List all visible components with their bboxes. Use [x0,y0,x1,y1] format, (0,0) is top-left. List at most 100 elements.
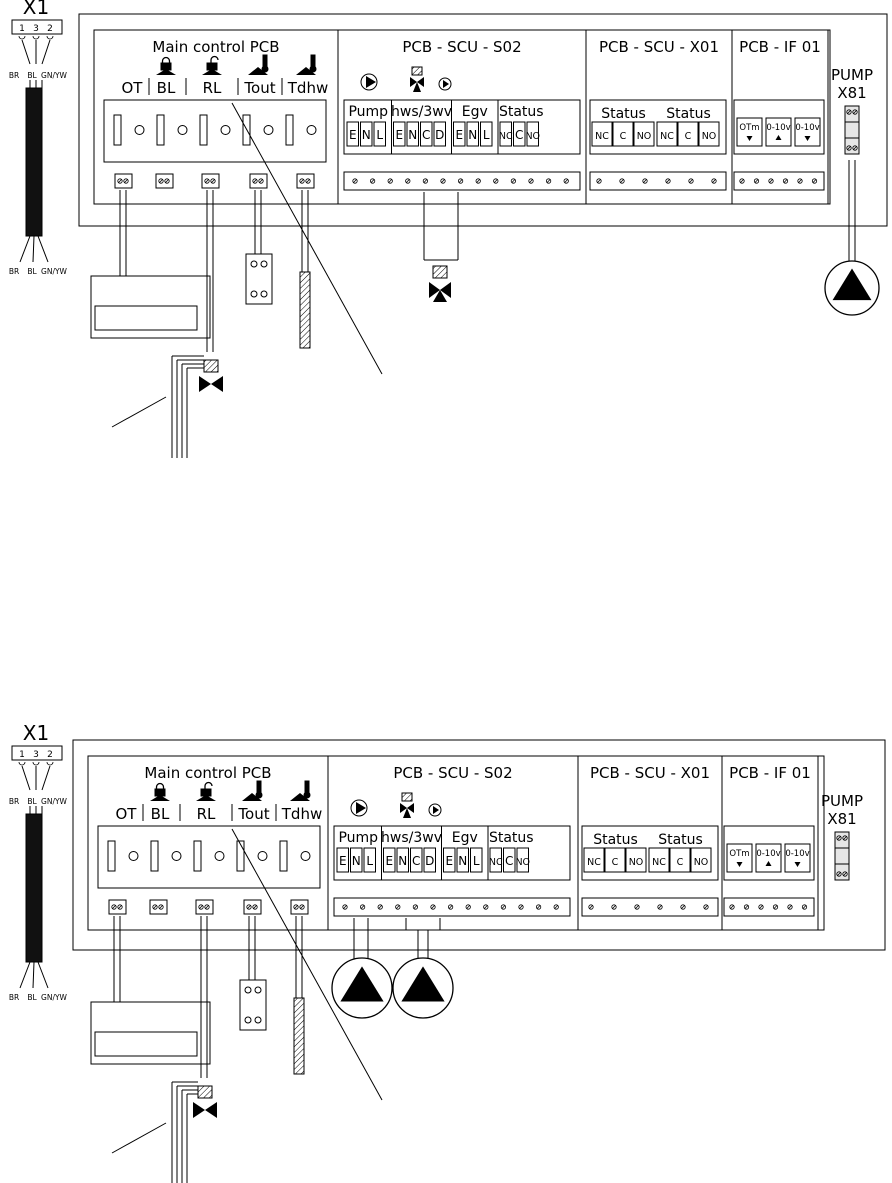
screw-slot [812,179,817,183]
pin-box [423,847,436,873]
lock-body [154,788,166,797]
screw-slot [300,179,304,183]
scu-x01-terminal-strip [581,825,719,881]
screw-icon [563,178,569,184]
scu-s02-terminal-strip [333,825,571,881]
pin-box [410,847,423,873]
pin-box [648,847,670,873]
triangle-icon [199,376,211,392]
screw-icon [395,904,401,910]
screw-slot [704,905,708,909]
screw-slot [458,179,463,183]
external-wiring [90,102,880,458]
dhw-sensor-probe [299,271,311,349]
pin-label: NC [587,857,601,868]
pin-box [698,121,720,147]
wire [21,39,31,65]
connector-slot [156,114,165,146]
pump-label: PUMP [821,792,863,810]
pin-label: E [445,854,453,868]
screw-slot [441,179,445,183]
triangle-icon [429,282,440,298]
wire-color-label: GN/YW [41,267,68,276]
screw-slot [847,146,851,150]
screw-slot [783,179,788,183]
pin-box [456,847,469,873]
pin-label: L [483,128,490,142]
if01-screws [729,904,808,910]
triangle-icon [410,77,417,87]
room-thermostat-display [94,1031,198,1057]
arrow-down-icon [736,862,743,867]
screw-slot [396,905,400,909]
terminal-group-label: hws/3wv [381,830,442,846]
screw-slot [853,110,857,114]
connector-hole [128,851,139,861]
leader-line [231,102,383,375]
screw-icon [680,904,686,910]
screw-icon [688,178,694,184]
lock-icon [156,56,176,75]
screw-terminal [158,178,170,184]
controller-housing [78,13,888,227]
room-thermostat [90,275,211,339]
wire [21,765,31,791]
screw-icon [846,109,852,115]
main-pcb-connector-block [97,825,321,889]
screw-icon [117,178,123,184]
wire-loop [18,761,26,766]
pin-label: NO [515,857,530,868]
pump-connector-label: X81 [827,810,856,828]
screw-icon [299,904,305,910]
lock-icon [150,782,170,801]
pin-label: D [435,128,444,142]
pin-box [480,121,493,147]
controller-housing [72,739,886,951]
lock-base [156,69,176,75]
pin-label: E [395,128,403,142]
screw-icon [842,871,848,877]
screw-slot [730,905,734,909]
screw-icon [852,145,858,151]
connector-pin-label: 1 [19,24,25,34]
diverter-valve-icon [429,265,451,302]
scu-s02-title: PCB - SCU - S02 [393,764,512,782]
connector-slot [279,840,288,872]
scu-s02-screws [352,178,569,184]
pin-box [393,121,406,147]
connector-hole [300,851,311,861]
screw-slot [353,179,357,183]
connector-title: X1 [23,0,49,19]
screw-slot [759,905,763,909]
screw-slot [165,179,169,183]
triangle-icon [440,282,451,298]
screw-slot [413,905,418,909]
pin-box [794,117,821,147]
outdoor-sensor [239,979,267,1031]
screw-slot [294,905,298,909]
pin-label: C [505,854,513,868]
screw-terminal [204,178,216,184]
triangle-icon [366,76,376,88]
pump-screws [836,835,848,841]
main-pcb-connector-block [103,99,327,163]
pump-triangle [340,966,384,1002]
pin-label: NO [694,857,709,868]
pin-label: N [352,854,361,868]
screw-slot [306,179,310,183]
terminal-block [155,173,174,189]
thermo-base [296,67,316,75]
thermometer-icon [242,780,263,801]
screw-icon [852,109,858,115]
if01-title: PCB - IF 01 [739,38,821,56]
screw-slot [769,179,773,183]
sensor-screw-icon [260,290,268,298]
lock-body [200,788,212,797]
lock-base [150,795,170,801]
wire-loop [46,35,54,40]
screw-icon [811,178,818,184]
